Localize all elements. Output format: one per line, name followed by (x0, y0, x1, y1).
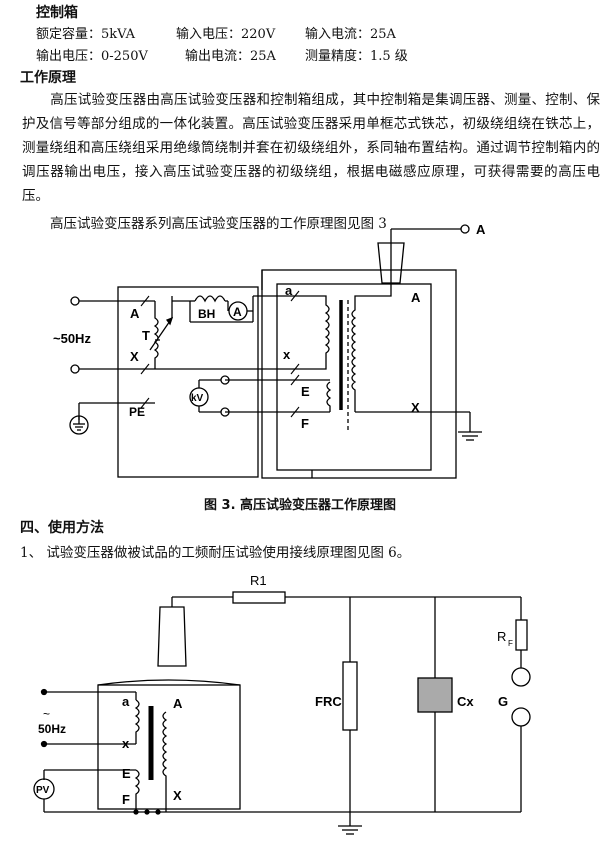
kv-meter-icon (189, 387, 209, 407)
spec-output-voltage: 输出电压：0-250V (36, 49, 148, 64)
usage-title: 四、使用方法 (20, 520, 104, 536)
control-box-title: 控制箱 (36, 5, 78, 21)
frc-label: FRC (315, 694, 342, 709)
rf-sub-label: F (508, 639, 513, 648)
fig3-a-label: a (285, 283, 293, 298)
spec-input-voltage: 输入电压：220V (176, 27, 276, 42)
fig6-a-small-label: a (122, 694, 130, 709)
bushing-icon-fig6 (157, 606, 187, 667)
control-box (117, 286, 259, 478)
fig3-e-label: E (301, 384, 310, 399)
fig3-x-label: x (283, 347, 291, 362)
fig3-hv-x-label: X (411, 400, 420, 415)
spec-output-current: 输出电流：25A (185, 49, 276, 64)
sphere-gap-top (511, 667, 531, 687)
fig6-hv-winding (162, 711, 168, 790)
terminal-a-label: A (476, 222, 486, 237)
ctrl-x-label: X (130, 349, 139, 364)
spec-accuracy: 测量精度：1.5 级 (305, 49, 408, 64)
g-label: G (498, 694, 508, 709)
ammeter-label: A (233, 305, 242, 319)
fig6-x-small-label: x (122, 736, 130, 751)
spec-input-current: 输入电流：25A (305, 27, 396, 42)
transformer-box-fig6 (97, 684, 241, 810)
pe-label: PE (129, 405, 145, 419)
transformer-tank-inner (276, 283, 432, 471)
primary-winding (320, 295, 330, 370)
fig3-f-label: F (301, 416, 309, 431)
figure3-caption: 图 3. 高压试验变压器工作原理图 (204, 498, 397, 513)
autotransformer-slider (149, 317, 173, 351)
frc-divider (342, 661, 358, 731)
figure3-reference: 高压试验变压器系列高压试验变压器的工作原理图见图 3 (50, 216, 387, 232)
ground-icon-right (458, 431, 482, 441)
principle-text: 高压试验变压器由高压试验变压器和控制箱组成，其中控制箱是集调压器、测量、控制、保… (22, 92, 600, 204)
fig6-measuring-winding (134, 769, 140, 802)
bh-relay-coil (194, 295, 226, 303)
r1-label: R1 (250, 573, 267, 588)
fig6-f-label: F (122, 792, 130, 807)
ctrl-a-label: A (130, 306, 140, 321)
fig3-hv-a-label: A (411, 290, 421, 305)
fig6-ground-icon (338, 825, 362, 835)
pv-meter-label: PV (36, 785, 50, 796)
source-50hz-label: ~50Hz (53, 331, 91, 346)
hv-winding (351, 283, 392, 412)
kv-meter-label: kV (191, 393, 204, 404)
t-label: T (142, 328, 150, 343)
fig6-hv-a-label: A (173, 696, 183, 711)
sphere-gap-bottom (511, 707, 531, 727)
fig6-e-label: E (122, 766, 131, 781)
svg-text:~: ~ (43, 707, 50, 721)
cx-label: Cx (457, 694, 474, 709)
bh-label: BH (198, 307, 215, 321)
rf-resistor (515, 619, 528, 651)
measuring-winding (326, 381, 332, 412)
fig6-source-label: 50Hz (38, 722, 66, 736)
principle-title: 工作原理 (20, 70, 76, 86)
fig6-hv-x-label: X (173, 788, 182, 803)
transformer-tank (261, 269, 457, 479)
spec-rated-capacity: 额定容量：5kVA (36, 27, 136, 42)
rf-label: R (497, 629, 506, 644)
r1-resistor (232, 591, 286, 604)
cx-test-object (417, 677, 453, 713)
fig6-primary-winding (134, 699, 140, 744)
principle-paragraph: 高压试验变压器由高压试验变压器和控制箱组成，其中控制箱是集调压器、测量、控制、保… (22, 88, 600, 208)
usage-item-1: 1、 试验变压器做被试品的工频耐压试验使用接线原理图见图 6。 (20, 545, 411, 561)
